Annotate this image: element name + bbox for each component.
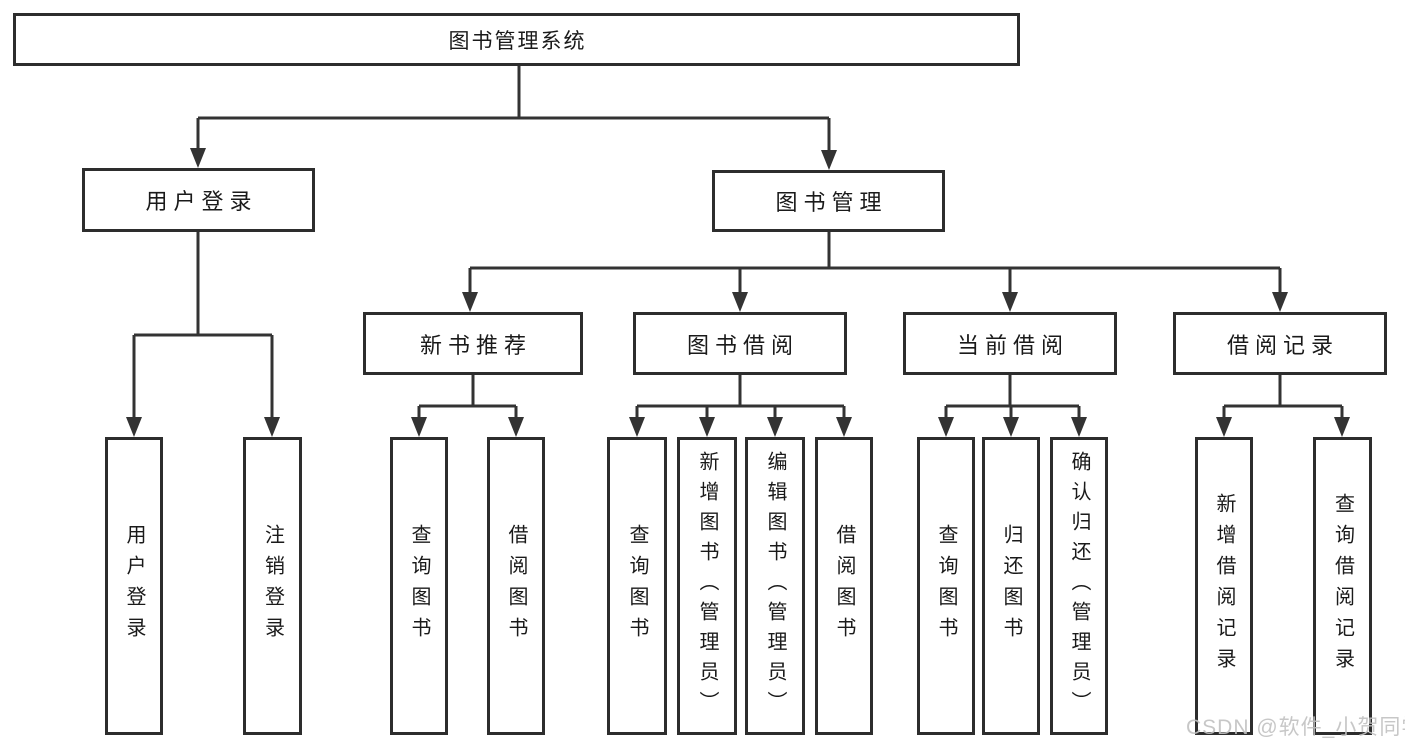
leaf-current-confirm-return-admin: 确认归还（管理员） xyxy=(1050,437,1108,735)
leaf-newbook-borrow-books: 借阅图书 xyxy=(487,437,545,735)
node-borrow-records: 借阅记录 xyxy=(1173,312,1387,375)
leaf-current-return-books-label: 归还图书 xyxy=(1000,524,1022,648)
leaf-user-login-label: 用户登录 xyxy=(123,524,145,648)
leaf-logout: 注销登录 xyxy=(243,437,302,735)
node-user-login-branch-label: 用户登录 xyxy=(145,189,258,214)
leaf-borrow-borrow-books-label: 借阅图书 xyxy=(833,524,855,648)
leaf-current-return-books: 归还图书 xyxy=(982,437,1040,735)
leaf-records-add-borrow-record: 新增借阅记录 xyxy=(1195,437,1253,735)
node-current-borrow-label: 当前借阅 xyxy=(956,332,1069,358)
csdn-watermark: CSDN @软件_小贺同学 xyxy=(1186,716,1405,739)
leaf-current-confirm-return-admin-label: 确认归还（管理员） xyxy=(1068,451,1090,721)
leaf-newbook-query-books-label: 查询图书 xyxy=(408,524,430,648)
leaf-borrow-query-books: 查询图书 xyxy=(607,437,667,735)
leaf-user-login: 用户登录 xyxy=(105,437,163,735)
leaf-records-add-borrow-record-label: 新增借阅记录 xyxy=(1213,493,1235,679)
node-borrow-records-label: 借阅记录 xyxy=(1226,332,1339,358)
leaf-borrow-query-books-label: 查询图书 xyxy=(626,524,648,648)
arrowheads xyxy=(126,148,1350,437)
leaf-current-query-books: 查询图书 xyxy=(917,437,975,735)
leaf-borrow-edit-books-admin: 编辑图书（管理员） xyxy=(745,437,805,735)
tree-edges xyxy=(132,66,1344,421)
node-book-management: 图书管理 xyxy=(712,170,945,232)
leaf-borrow-add-books-admin-label: 新增图书（管理员） xyxy=(696,451,718,721)
node-library-system-label: 图书管理系统 xyxy=(448,29,587,53)
leaf-current-query-books-label: 查询图书 xyxy=(935,524,957,648)
leaf-records-query-borrow-record-label: 查询借阅记录 xyxy=(1331,493,1354,679)
leaf-newbook-query-books: 查询图书 xyxy=(390,437,448,735)
node-current-borrow: 当前借阅 xyxy=(903,312,1117,375)
node-book-management-label: 图书管理 xyxy=(775,190,888,215)
node-library-system: 图书管理系统 xyxy=(13,13,1020,66)
node-new-book-recommend: 新书推荐 xyxy=(363,312,583,375)
leaf-logout-label: 注销登录 xyxy=(261,524,284,648)
node-new-book-recommend-label: 新书推荐 xyxy=(419,332,532,358)
leaf-records-query-borrow-record: 查询借阅记录 xyxy=(1313,437,1372,735)
leaf-borrow-edit-books-admin-label: 编辑图书（管理员） xyxy=(764,451,786,721)
node-user-login-branch: 用户登录 xyxy=(82,168,315,232)
node-book-borrow: 图书借阅 xyxy=(633,312,847,375)
node-book-borrow-label: 图书借阅 xyxy=(686,332,799,358)
leaf-newbook-borrow-books-label: 借阅图书 xyxy=(505,524,527,648)
leaf-borrow-borrow-books: 借阅图书 xyxy=(815,437,873,735)
leaf-borrow-add-books-admin: 新增图书（管理员） xyxy=(677,437,737,735)
